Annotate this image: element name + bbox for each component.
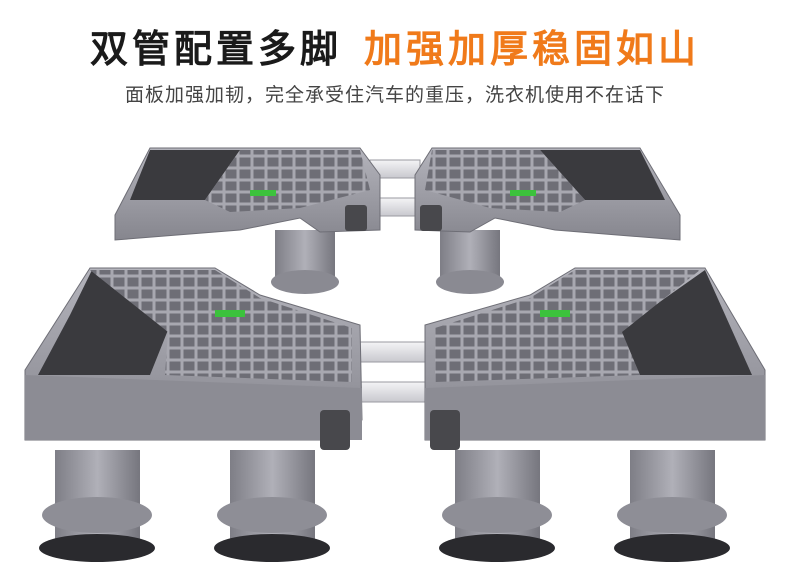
front-right-unit — [424, 267, 766, 562]
headline-accent: 加强加厚稳固如山 — [364, 27, 701, 71]
headline-dark: 双管配置多脚 — [89, 27, 342, 71]
back-left-unit — [114, 147, 381, 294]
washing-machine-base-stand-illustration — [24, 147, 766, 562]
back-right-unit — [414, 147, 681, 294]
rail-bottom — [359, 341, 431, 403]
front-left-unit — [24, 267, 363, 562]
subheadline: 面板加强加韧，完全承受住汽车的重压，洗衣机使用不在话下 — [124, 84, 665, 106]
headline: 双管配置多脚加强加厚稳固如山 — [0, 18, 790, 73]
